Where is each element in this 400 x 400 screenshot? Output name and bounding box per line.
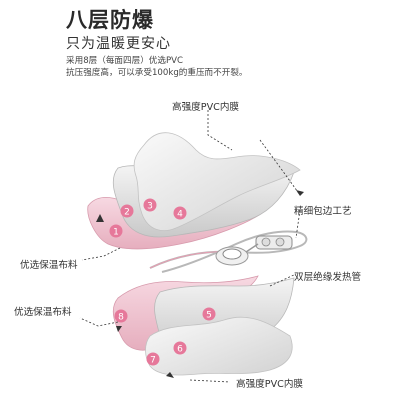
marker-7: 7 (150, 356, 156, 366)
label-fabric-left: 优选保温布料 (20, 260, 78, 271)
bottom-pvc-membrane (145, 316, 293, 376)
label-fabric-bottom: 优选保温布料 (14, 307, 72, 318)
marker-4: 4 (177, 210, 183, 220)
page-title: 八层防爆 (66, 8, 154, 32)
leader-lines (79, 110, 301, 383)
marker-8: 8 (118, 313, 124, 323)
label-heating-tube: 双层绝缘发热管 (294, 272, 362, 283)
page-subtitle: 只为温暖更安心 (66, 36, 171, 52)
power-connector (215, 235, 293, 266)
label-edging: 精细包边工艺 (294, 206, 352, 217)
arrow-heads (96, 190, 304, 378)
label-pvc-top: 高强度PVC内膜 (172, 102, 240, 113)
description-line-2: 抗压强度高，可以承受100kg的重压而不开裂。 (66, 68, 248, 78)
marker-3: 3 (147, 202, 153, 212)
marker-2: 2 (124, 208, 130, 218)
layer-markers: 1 2 3 4 5 6 7 8 (109, 198, 216, 366)
marker-6: 6 (177, 345, 183, 355)
marker-5: 5 (206, 311, 212, 321)
top-pvc-membrane (133, 132, 301, 231)
description-line-1: 采用8层（每面四层）优选PVC (66, 56, 184, 66)
label-pvc-bottom: 高强度PVC内膜 (236, 379, 304, 390)
marker-1: 1 (113, 228, 119, 238)
